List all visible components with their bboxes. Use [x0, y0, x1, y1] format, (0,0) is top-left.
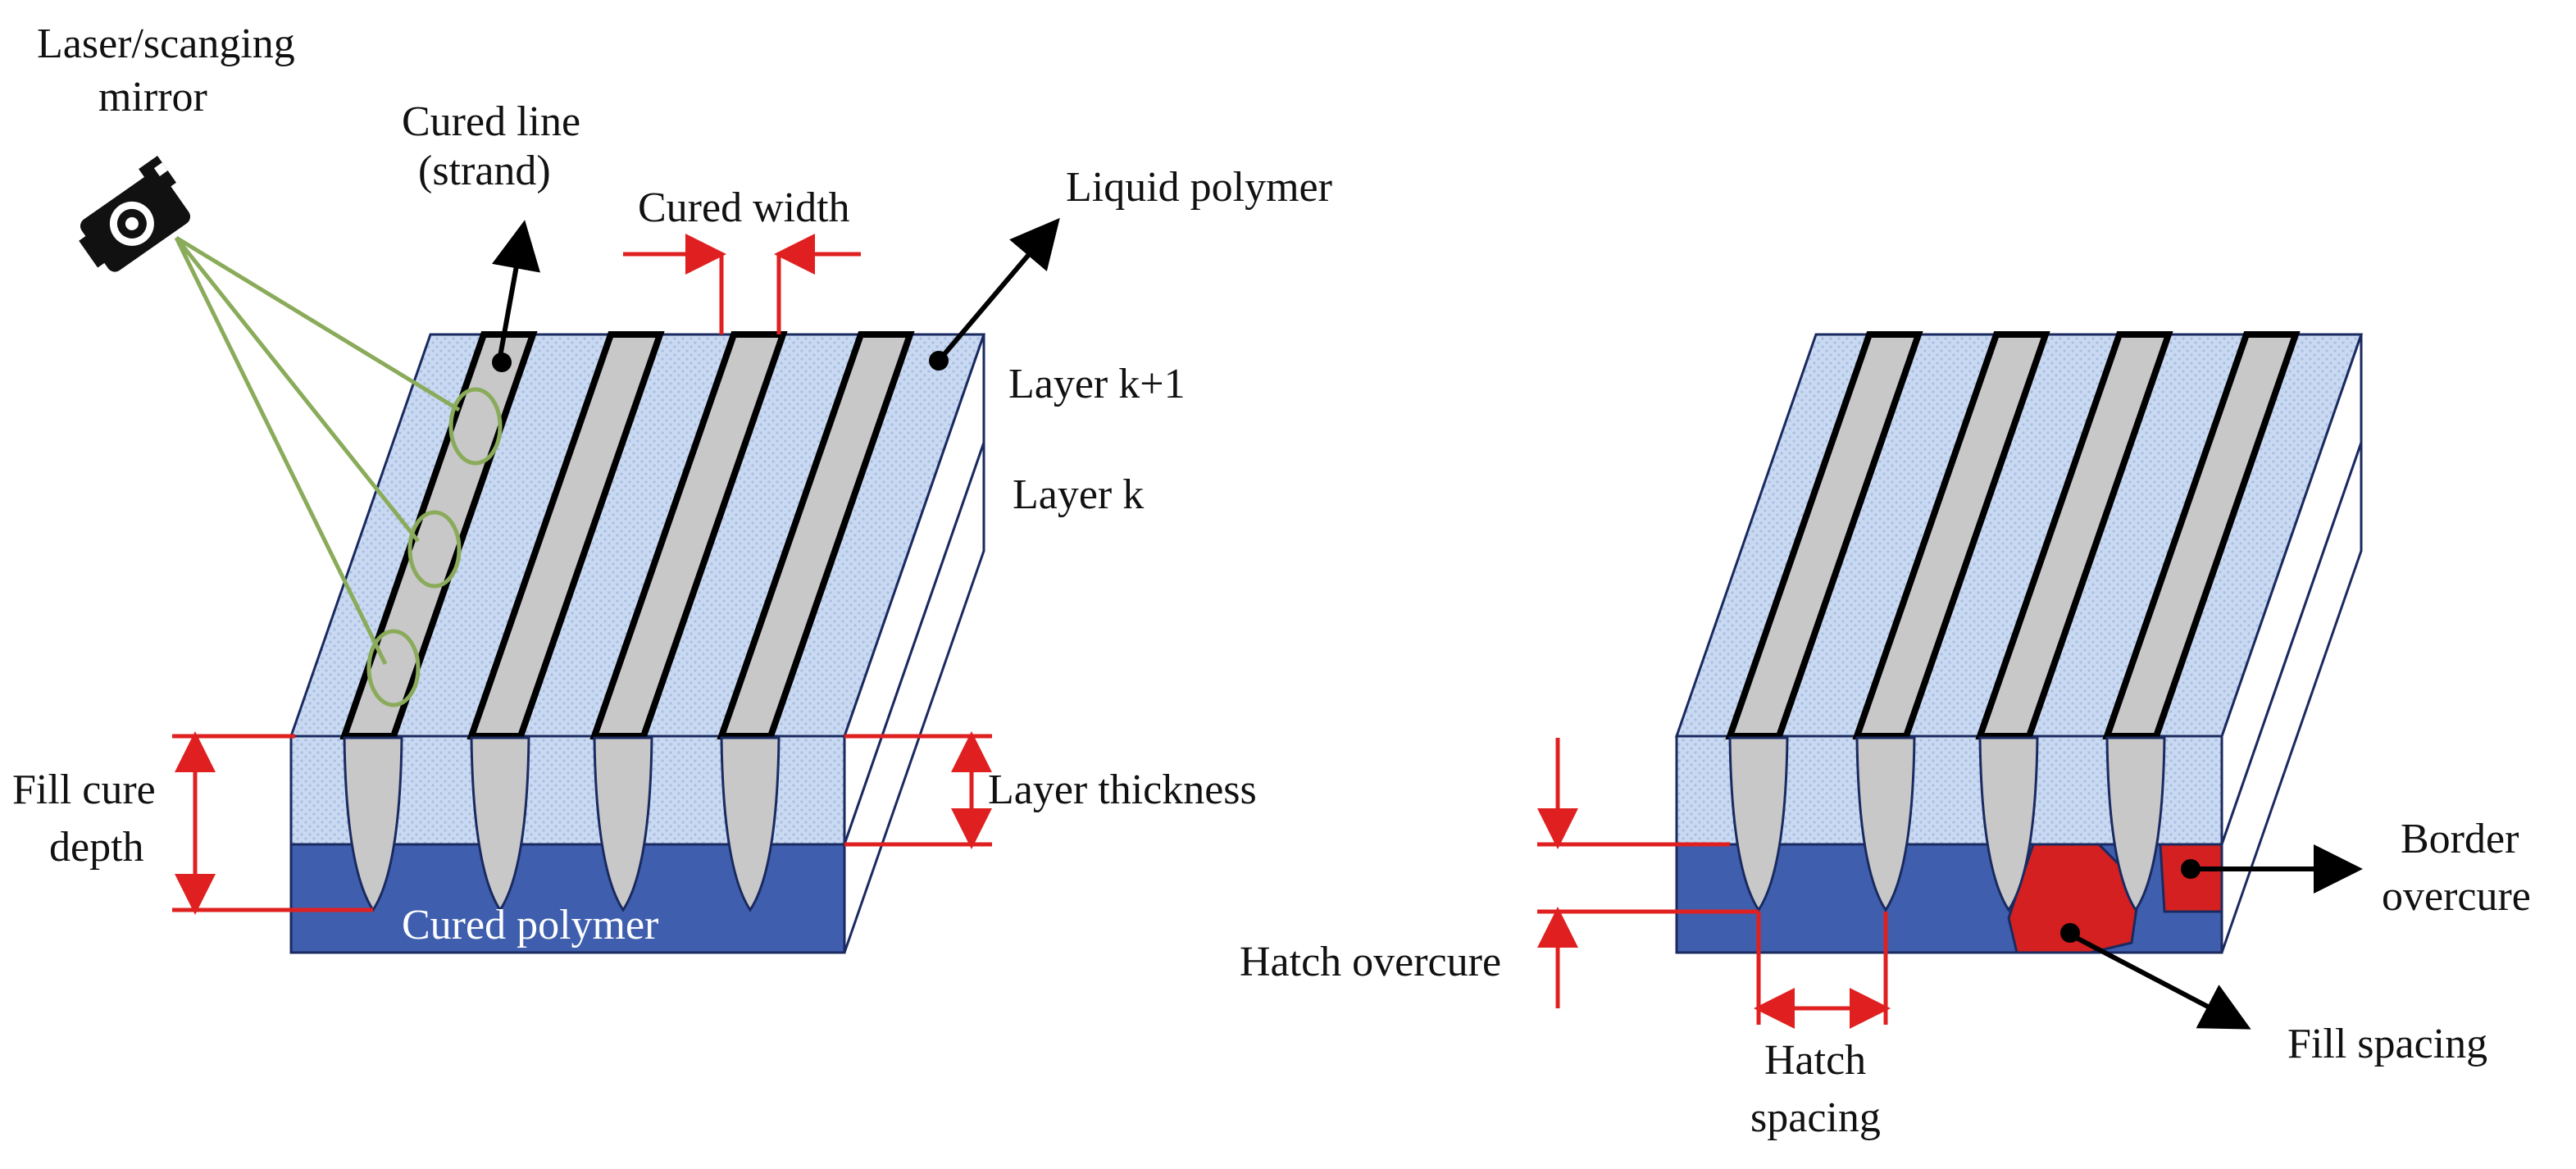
liquid-polymer-dot	[929, 351, 949, 371]
cure-profile	[720, 736, 781, 912]
left-cure-profiles	[343, 736, 781, 912]
left-block	[289, 331, 986, 954]
right-strands	[1725, 331, 2301, 739]
fill-cure-depth-dimension	[172, 731, 373, 915]
fill-cure-label-2: depth	[49, 824, 144, 871]
liquid-polymer-label: Liquid polymer	[1066, 164, 1332, 211]
border-overcure-label-1: Border	[2401, 816, 2519, 862]
cured-width-dimension	[623, 234, 861, 334]
liquid-polymer-arrow	[936, 217, 1060, 362]
cure-profile	[1855, 736, 1916, 912]
hatch-spacing-label-1: Hatch	[1764, 1037, 1866, 1084]
laser-label-1: Laser/scanging	[37, 20, 295, 67]
strand	[717, 331, 915, 739]
laser-mirror-icon	[79, 156, 191, 272]
right-cure-profiles	[1728, 736, 2166, 912]
hatch-overcure-label: Hatch overcure	[1240, 939, 1501, 985]
layer-k-label: Layer k	[1013, 471, 1144, 518]
cured-line-label-1: Cured line	[402, 98, 580, 145]
cure-profile	[593, 736, 653, 912]
cured-line-dot	[492, 353, 512, 372]
laser-label-2: mirror	[98, 74, 207, 121]
fill-spacing-dot	[2060, 923, 2080, 943]
cure-profile	[343, 736, 403, 912]
strand	[467, 331, 665, 739]
border-overcure-label-2: overcure	[2382, 873, 2531, 920]
fill-overcure-region	[2007, 843, 2141, 954]
strand	[2102, 331, 2301, 739]
fill-cure-label-1: Fill cure	[12, 766, 156, 813]
hatch-spacing-label-2: spacing	[1750, 1094, 1881, 1141]
strand	[1852, 331, 2050, 739]
layer-thickness-dimension	[844, 731, 992, 849]
cure-profile	[1728, 736, 1789, 912]
cured-width-label: Cured width	[638, 184, 850, 231]
cured-polymer-label: Cured polymer	[402, 902, 658, 948]
hatch-overcure-dimension	[1537, 738, 1759, 1008]
layer-thickness-label: Layer thickness	[988, 766, 1257, 813]
hatch-spacing-dimension	[1754, 912, 1891, 1029]
right-block	[1674, 331, 2364, 954]
strand	[1975, 331, 2173, 739]
border-overcure-dot	[2181, 859, 2201, 879]
fill-spacing-arrow	[2069, 932, 2251, 1030]
strand	[589, 331, 788, 739]
cure-profile	[2105, 736, 2166, 912]
strand	[339, 331, 538, 739]
laser-beams	[174, 235, 503, 707]
cure-profile	[1978, 736, 2039, 912]
strand	[1725, 331, 1923, 739]
cure-profile	[470, 736, 530, 912]
fill-spacing-label: Fill spacing	[2287, 1021, 2487, 1067]
cured-line-arrow	[491, 220, 540, 357]
cured-line-label-2: (strand)	[418, 148, 551, 194]
left-strands	[339, 331, 915, 739]
layer-k1-label: Layer k+1	[1008, 361, 1186, 407]
